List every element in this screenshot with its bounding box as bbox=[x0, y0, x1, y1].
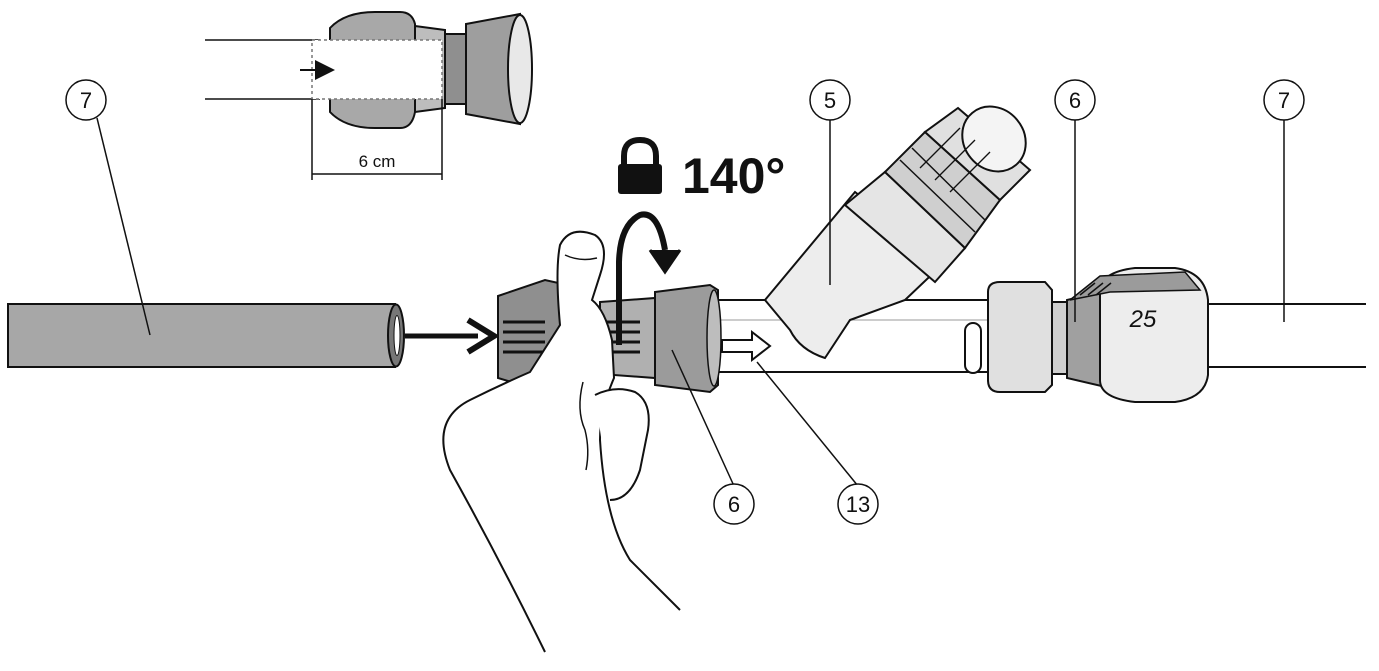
callout-hose-right: 7 bbox=[1263, 79, 1305, 121]
svg-text:5: 5 bbox=[824, 88, 836, 113]
callout-connector-left: 6 bbox=[713, 483, 755, 525]
svg-text:13: 13 bbox=[846, 492, 870, 517]
connector-size-label: 25 bbox=[1129, 306, 1157, 333]
padlock-icon bbox=[618, 136, 662, 194]
svg-text:6: 6 bbox=[728, 492, 740, 517]
callout-arrow-marker: 13 bbox=[837, 483, 879, 525]
inset-detail: 6 cm bbox=[205, 11, 533, 180]
callout-filter: 5 bbox=[809, 79, 851, 121]
hose-left bbox=[7, 303, 405, 368]
callout-hose-left: 7 bbox=[65, 79, 107, 121]
curved-arrow-icon bbox=[616, 211, 682, 345]
right-arrow-icon bbox=[405, 317, 500, 355]
svg-text:6: 6 bbox=[1069, 88, 1081, 113]
filter-housing bbox=[763, 105, 1032, 360]
svg-text:7: 7 bbox=[1278, 88, 1290, 113]
flow-arrow-marker bbox=[721, 329, 772, 363]
connector-right: 25 bbox=[987, 267, 1209, 403]
pipe-slot bbox=[964, 322, 982, 374]
connector-25-cap bbox=[1099, 267, 1209, 403]
leader-lines bbox=[96, 117, 1285, 487]
hand bbox=[442, 230, 681, 653]
hose-right bbox=[1208, 303, 1366, 368]
callout-connector-right: 6 bbox=[1054, 79, 1096, 121]
svg-text:7: 7 bbox=[80, 88, 92, 113]
lock-angle-label: 140° bbox=[682, 148, 785, 204]
inset-inserted-hose bbox=[311, 39, 443, 100]
dimension-label: 6 cm bbox=[359, 152, 396, 171]
